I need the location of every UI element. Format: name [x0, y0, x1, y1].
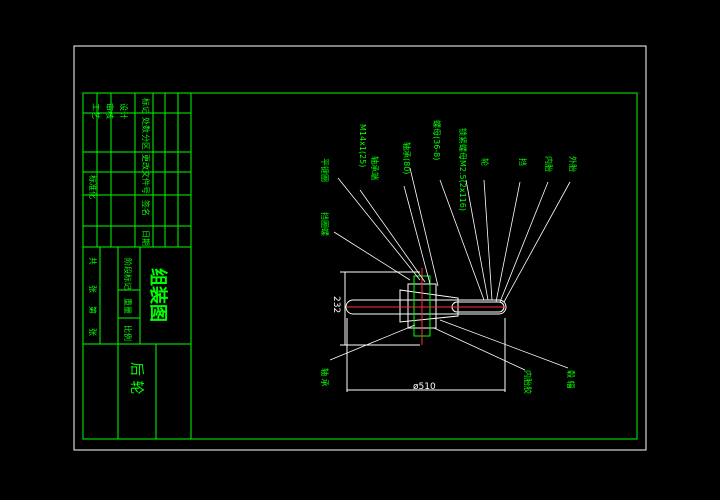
dim-diameter: ø510	[413, 382, 436, 392]
callout-stop: 挡	[518, 158, 528, 166]
label-design: 设计	[119, 103, 129, 119]
callout-wheel: 轮	[480, 158, 490, 166]
label-weight: 重量	[123, 298, 133, 314]
label-zone: 分区	[141, 134, 150, 150]
label-total: 共	[88, 257, 97, 265]
callout-bearing-bottom: 轴 承	[320, 368, 330, 387]
label-sheet-a: 张	[88, 285, 97, 293]
label-mark: 标记	[141, 98, 151, 114]
callout-thread: M14x1(25)	[358, 124, 367, 167]
label-stage: 阶段标记	[123, 258, 133, 290]
drawing-title: 组装图	[147, 268, 169, 322]
callout-inner-tube: 内胎	[544, 156, 554, 172]
callout-flat-key: 平键圈	[320, 158, 330, 182]
label-count: 处数	[141, 117, 151, 133]
label-sign: 签名	[141, 200, 151, 216]
callout-tube-glue: 内胎胶	[523, 370, 533, 394]
dim-height: 232	[331, 296, 341, 313]
label-change-doc: 更改文件号	[141, 154, 151, 194]
part-name: 后 轮	[128, 362, 144, 394]
leader-lines	[329, 167, 571, 371]
label-review: 审核	[105, 103, 115, 119]
label-date: 日期	[141, 230, 150, 246]
callout-nut: 螺母(36-8)	[432, 120, 442, 160]
callout-hub-spoke: 毂 辐	[566, 370, 576, 389]
label-standard: 标准化	[88, 175, 98, 199]
callout-bearing-cap: 轴承端	[370, 156, 380, 180]
wheel-assembly: 232 ø510 平键圈 挡圈螺 M	[320, 120, 578, 394]
label-scale: 比例	[123, 325, 133, 341]
outer-border	[73, 45, 647, 451]
callout-retainer: 挡圈螺	[320, 212, 330, 236]
label-process: 工艺	[91, 103, 100, 119]
callout-bearing: 轴承(80)	[402, 142, 412, 174]
callout-outer-tire: 外胎	[568, 156, 578, 172]
callout-lock-nut: 锁紧螺母M2.5(2x116)	[458, 128, 468, 211]
label-sheet-b: 张	[88, 328, 97, 336]
label-number: 第	[88, 306, 98, 314]
title-block: 工艺 审核 设计 标记 处数 分区 更改文件号 签名 日期 标准化 阶段标记 重…	[83, 93, 192, 439]
inner-frame	[82, 92, 638, 440]
